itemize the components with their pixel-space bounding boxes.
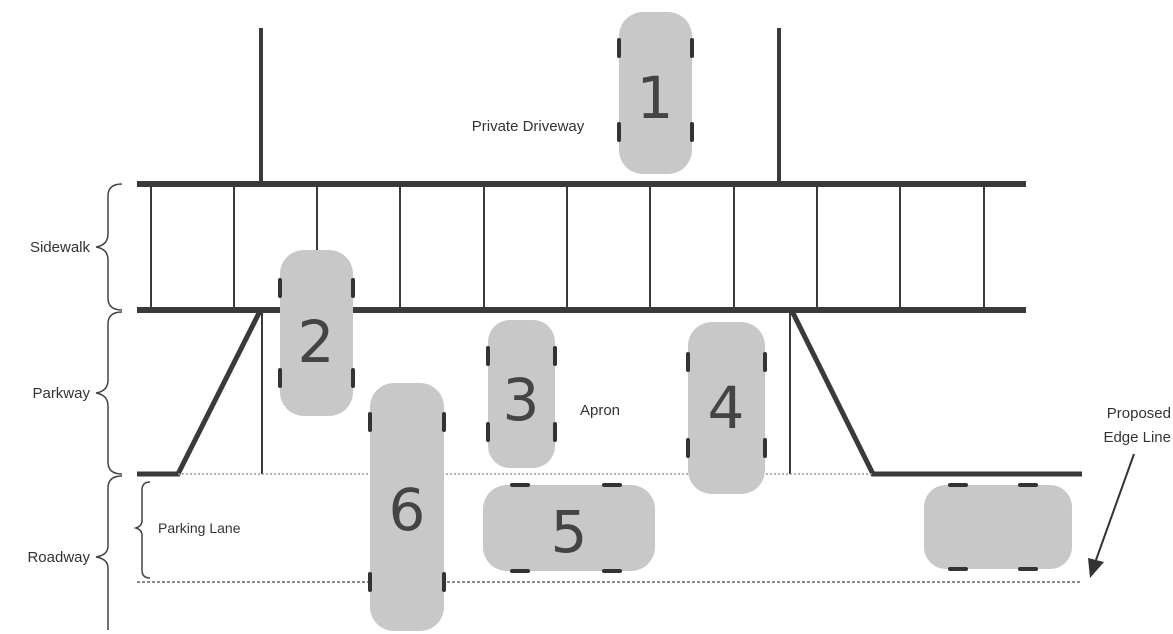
curb-line-right	[789, 309, 1082, 477]
curb-line	[137, 309, 263, 477]
edge-line-arrow	[1095, 453, 1135, 561]
car-number-4: 4	[708, 374, 745, 442]
car-2: 2	[278, 250, 355, 416]
car-number-3: 3	[503, 366, 540, 434]
parkway-brace	[95, 311, 123, 475]
arrow-head-icon	[1088, 558, 1104, 578]
car-5: 5	[483, 483, 655, 573]
parking-lane-brace	[133, 481, 151, 579]
car-number-1: 1	[637, 64, 674, 132]
car-1: 1	[617, 12, 694, 174]
roadway-brace	[95, 475, 123, 630]
car-number-2: 2	[298, 308, 335, 376]
proposed-edge-line-label-1: Proposed	[1107, 405, 1171, 422]
car-number-5: 5	[551, 498, 588, 566]
parkway-zone-label: Parkway	[32, 385, 90, 402]
private-driveway-label: Private Driveway	[472, 118, 585, 135]
car-4: 4	[686, 322, 767, 494]
sidewalk-brace	[95, 183, 123, 311]
car-6: 6	[368, 383, 446, 631]
sidewalk-zone-label: Sidewalk	[30, 239, 91, 256]
apron-label: Apron	[580, 402, 620, 419]
roadway-zone-label: Roadway	[27, 549, 90, 566]
car-3: 3	[486, 320, 557, 468]
car-edge-line	[924, 483, 1072, 571]
sidewalk	[137, 181, 1026, 313]
parking-lane-label: Parking Lane	[158, 520, 241, 536]
proposed-edge-line-label-2: Edge Line	[1103, 429, 1171, 446]
car-number-6: 6	[389, 476, 426, 544]
